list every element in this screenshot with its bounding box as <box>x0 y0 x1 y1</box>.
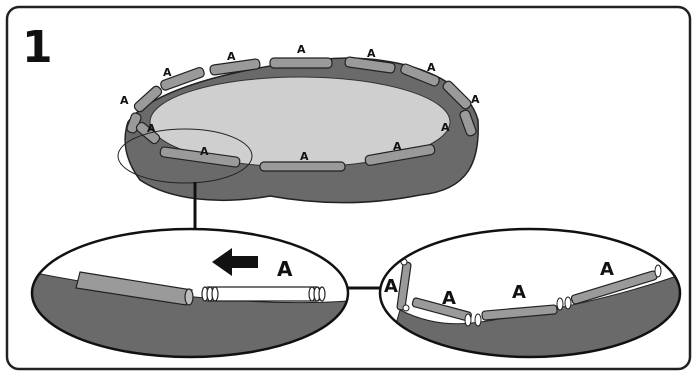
part-label: A <box>120 94 129 107</box>
part-label: A <box>163 66 172 79</box>
rail-segment <box>160 66 205 91</box>
rail-segment <box>133 85 163 113</box>
detail-left-border <box>30 227 350 359</box>
rail-end <box>184 288 194 306</box>
overview-labels: A A A A A A A A A A A A <box>120 43 480 163</box>
pool-overview: A A A A A A A A A A A A <box>117 43 480 232</box>
rail-segment <box>481 304 558 321</box>
part-label: A <box>441 121 450 134</box>
part-label: A <box>442 288 456 309</box>
part-label: A <box>393 140 402 153</box>
left-arrow-icon <box>212 248 258 276</box>
rail-segment <box>400 63 440 87</box>
new-rail <box>204 286 321 302</box>
part-label: A <box>471 93 480 106</box>
rail-segment <box>159 146 241 168</box>
detail-right-border <box>378 227 682 359</box>
rail-segment <box>259 161 346 172</box>
part-label: A <box>367 47 376 60</box>
part-label: A <box>384 276 398 297</box>
rail-segment <box>459 109 477 137</box>
part-label: A <box>600 259 614 280</box>
rail-segment <box>364 144 436 166</box>
rail-connectors <box>400 258 662 327</box>
rail-segment <box>442 80 472 110</box>
rail-segment <box>269 57 333 69</box>
step-number: 1 <box>22 22 53 73</box>
detail-right: A A A A <box>378 227 682 359</box>
part-label: A <box>147 122 156 135</box>
rail-segment <box>344 56 396 74</box>
detail-callout-ring <box>117 128 253 184</box>
part-label: A <box>300 150 309 163</box>
rail-segment <box>209 58 261 76</box>
installed-rail <box>75 271 193 306</box>
rail-connector <box>201 286 326 302</box>
part-label: A <box>200 145 209 158</box>
part-label: A <box>512 282 526 303</box>
part-label: A <box>227 50 236 63</box>
part-label: A <box>427 61 436 74</box>
part-label: A <box>297 43 306 56</box>
part-label: A <box>277 257 293 281</box>
